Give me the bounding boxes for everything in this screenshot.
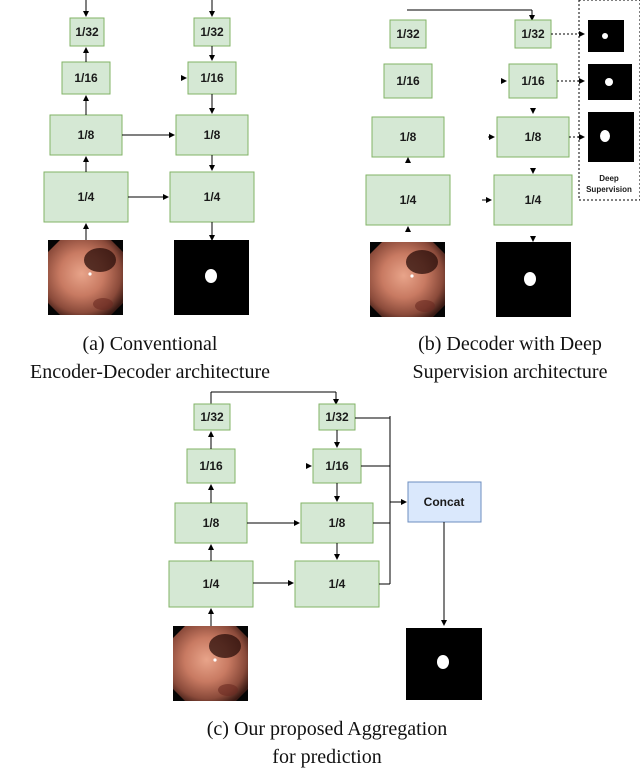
endoscopy-image-c <box>173 626 248 701</box>
endoscopy-image-b <box>370 242 445 317</box>
caption-a-line2: Encoder-Decoder architecture <box>30 361 270 383</box>
label-a-enc-4: 1/4 <box>78 190 95 204</box>
label-a-enc-8: 1/8 <box>78 128 95 142</box>
block-b-enc-8 <box>371 116 445 158</box>
block-b-dec-8 <box>496 116 570 158</box>
block-a-enc-16 <box>61 61 111 95</box>
block-a-dec-4 <box>169 171 255 223</box>
block-c-dec-32 <box>318 403 356 431</box>
label-a-enc-32: 1/32 <box>75 25 99 39</box>
label-b-dec-4: 1/4 <box>525 193 542 207</box>
caption-c-line2: for prediction <box>272 746 381 768</box>
label-c-dec-8: 1/8 <box>329 516 346 530</box>
concat-label: Concat <box>424 495 465 509</box>
block-c-enc-32 <box>193 403 231 431</box>
panel-a: 1/32 1/16 1/8 1/4 1/32 1/16 1/8 1/4 <box>30 0 270 383</box>
label-a-dec-4: 1/4 <box>204 190 221 204</box>
panel-c: 1/32 1/16 1/8 1/4 1/32 1/16 1/8 1/4 <box>168 391 482 768</box>
block-b-enc-16 <box>383 63 433 99</box>
block-c-enc-4 <box>168 560 254 608</box>
deep-supervision-label-1: Deep <box>599 174 619 183</box>
endoscopy-image-a <box>48 240 123 315</box>
label-c-dec-4: 1/4 <box>329 577 346 591</box>
caption-b-line2: Supervision architecture <box>413 361 608 383</box>
label-b-dec-32: 1/32 <box>521 27 545 41</box>
block-b-enc-32 <box>389 19 427 49</box>
caption-b-line1: (b) Decoder with Deep <box>418 333 602 355</box>
caption-a-line1: (a) Conventional <box>83 333 218 355</box>
label-b-enc-4: 1/4 <box>400 193 417 207</box>
ds-mask-8 <box>588 112 634 162</box>
label-b-enc-16: 1/16 <box>396 74 420 88</box>
block-b-dec-4 <box>493 174 573 226</box>
label-c-enc-16: 1/16 <box>199 459 223 473</box>
block-c-dec-8 <box>300 502 374 544</box>
block-b-dec-32 <box>514 19 552 49</box>
label-c-enc-8: 1/8 <box>203 516 220 530</box>
label-b-dec-16: 1/16 <box>521 74 545 88</box>
label-c-dec-16: 1/16 <box>325 459 349 473</box>
block-a-enc-32 <box>69 17 105 47</box>
label-a-dec-8: 1/8 <box>204 128 221 142</box>
label-b-dec-8: 1/8 <box>525 130 542 144</box>
concat-block <box>407 481 482 523</box>
deep-supervision-box <box>578 0 640 201</box>
block-b-dec-16 <box>508 63 558 99</box>
label-b-enc-32: 1/32 <box>396 27 420 41</box>
label-a-dec-16: 1/16 <box>200 71 224 85</box>
deep-supervision-label-2: Supervision <box>586 185 632 194</box>
label-b-enc-8: 1/8 <box>400 130 417 144</box>
block-a-dec-16 <box>187 61 237 95</box>
caption-c-line1: (c) Our proposed Aggregation <box>207 718 448 740</box>
label-c-enc-4: 1/4 <box>203 577 220 591</box>
panel-b: 1/32 1/16 1/8 1/4 1/32 1/16 1/8 1/4 <box>365 0 640 383</box>
block-c-dec-4 <box>294 560 380 608</box>
block-c-enc-8 <box>174 502 248 544</box>
label-a-enc-16: 1/16 <box>74 71 98 85</box>
block-a-enc-4 <box>43 171 129 223</box>
block-b-enc-4 <box>365 174 451 226</box>
label-a-dec-32: 1/32 <box>200 25 224 39</box>
label-c-enc-32: 1/32 <box>200 410 224 424</box>
label-c-dec-32: 1/32 <box>325 410 349 424</box>
block-c-enc-16 <box>186 448 236 484</box>
